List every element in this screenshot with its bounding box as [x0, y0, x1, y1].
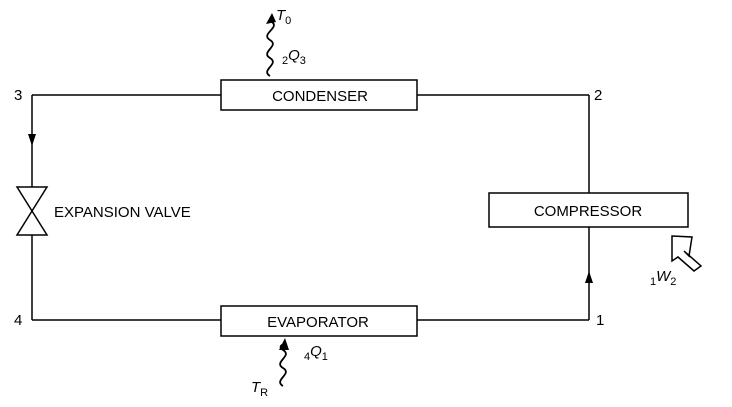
heat-rejection-wavy-arrow [266, 21, 275, 77]
cycle-lines [31, 94, 590, 321]
state-point-4: 4 [14, 312, 22, 329]
flow-arrow-down [28, 134, 36, 146]
expansion-valve-symbol [15, 186, 49, 236]
heat-rejection-arrowhead [266, 13, 276, 24]
heat-rejected-label: 2Q3 [282, 47, 306, 67]
condenser-label: CONDENSER [272, 88, 368, 105]
compressor-box [488, 192, 689, 228]
evaporator-label: EVAPORATOR [267, 314, 369, 331]
heat-absorption-wavy-arrow [279, 343, 287, 387]
expansion-valve-label: EXPANSION VALVE [54, 204, 191, 221]
evaporator-box [220, 305, 418, 337]
compressor-label: COMPRESSOR [534, 203, 643, 220]
flow-arrow-up [585, 271, 593, 283]
state-point-1: 1 [596, 312, 604, 329]
state-point-3: 3 [14, 87, 22, 104]
ambient-temperature-label: T0 [276, 7, 291, 27]
heat-absorbed-label: 4Q1 [304, 343, 328, 363]
work-input-label: 1W2 [650, 268, 676, 288]
state-point-2: 2 [594, 87, 602, 104]
heat-absorption-arrowhead [279, 338, 289, 350]
work-input-arrow [671, 235, 703, 272]
condenser-box [220, 79, 418, 111]
reservoir-temperature-label: TR [251, 379, 268, 399]
